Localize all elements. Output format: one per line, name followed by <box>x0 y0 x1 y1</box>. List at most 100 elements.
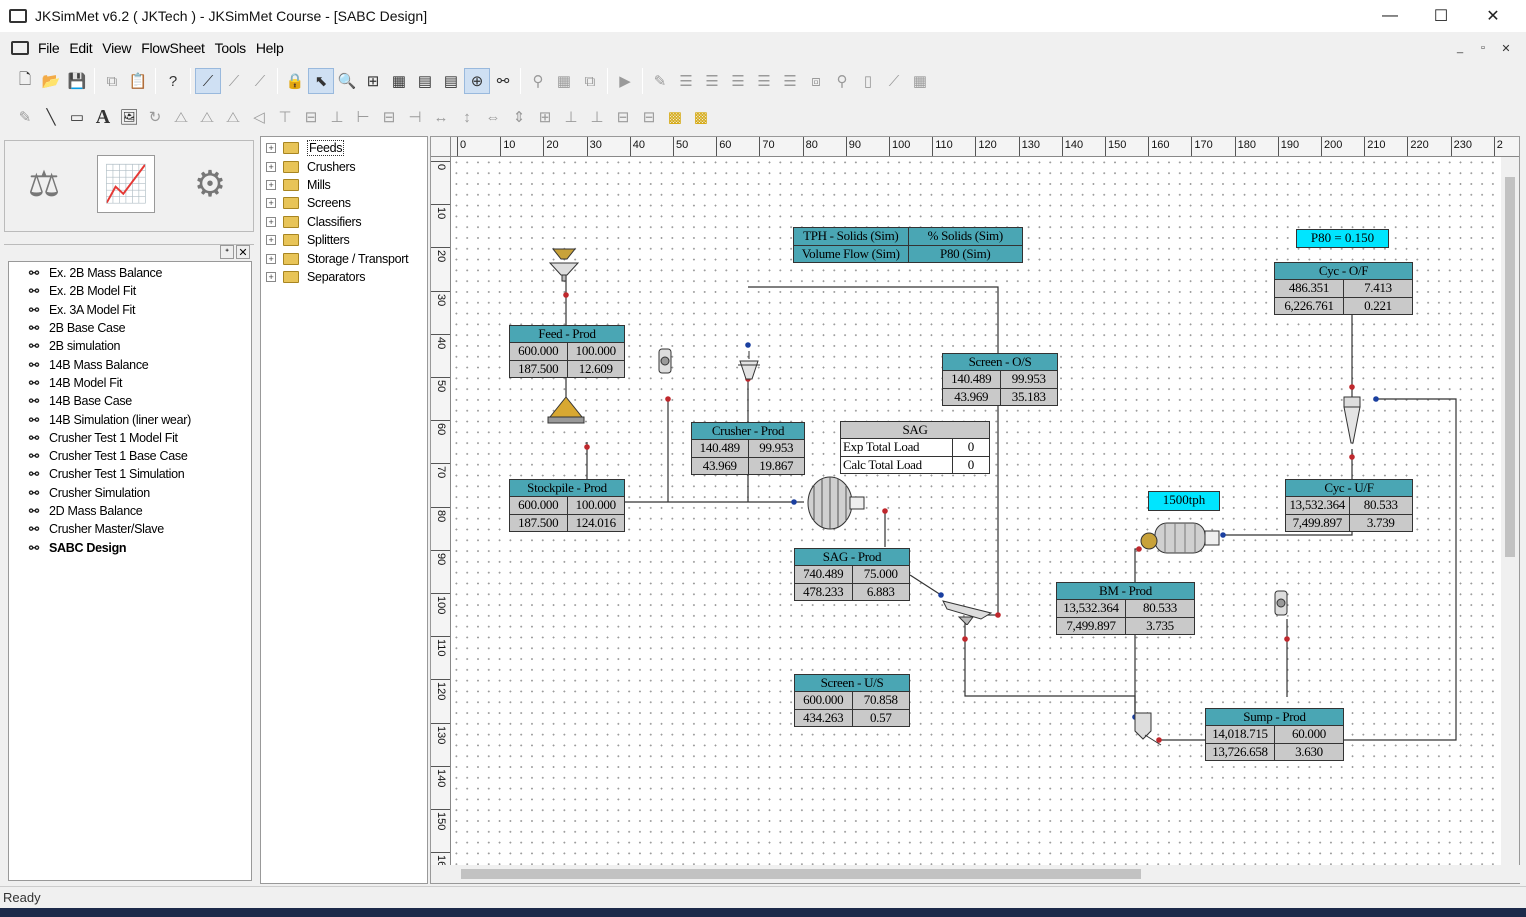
center-3-icon[interactable]: ⊥ <box>590 109 604 126</box>
pointer-icon[interactable]: ⬉ <box>308 68 334 94</box>
line-icon[interactable]: ╲ <box>46 109 56 126</box>
chart-3-icon[interactable]: ⟋ <box>254 72 266 90</box>
flip-icon[interactable]: ⧍ <box>174 108 188 126</box>
stream-port[interactable] <box>1220 532 1226 538</box>
category-item[interactable]: +Feeds <box>261 139 427 157</box>
mdi-minimize-button[interactable]: _ <box>1456 42 1464 54</box>
align-left-icon[interactable]: ⊢ <box>356 109 370 126</box>
menu-view[interactable]: View <box>102 40 132 56</box>
flowsheet-item[interactable]: ⚯14B Base Case <box>9 392 251 410</box>
align-bottom-icon[interactable]: ⊥ <box>330 109 344 126</box>
image-icon[interactable]: 🖼 <box>119 109 139 126</box>
vertical-scrollbar[interactable] <box>1501 157 1519 865</box>
stream-port[interactable] <box>584 444 590 450</box>
distribute-2-icon[interactable]: ⊟ <box>642 109 656 126</box>
group-icon[interactable]: ⧈ <box>811 72 821 90</box>
bring-front-icon[interactable]: ▩ <box>667 109 683 126</box>
expand-icon[interactable]: + <box>266 253 276 264</box>
expand-icon[interactable]: + <box>266 143 276 154</box>
crusher-icon[interactable] <box>734 349 764 389</box>
lock-icon[interactable]: 🔒 <box>285 73 305 90</box>
cyclone-icon[interactable] <box>1340 393 1364 449</box>
flowsheet-item[interactable]: ⚯Crusher Test 1 Simulation <box>9 465 251 483</box>
horizontal-scrollbar[interactable] <box>431 865 1521 883</box>
stream-port[interactable] <box>791 499 797 505</box>
stream-port[interactable] <box>1284 636 1290 642</box>
minimize-button[interactable]: — <box>1382 7 1398 24</box>
category-item[interactable]: +Storage / Transport <box>261 249 427 267</box>
stream-line[interactable] <box>1159 398 1457 741</box>
connect-icon[interactable]: ⚯ <box>496 73 510 90</box>
mdi-close-button[interactable]: ✕ <box>1501 42 1511 55</box>
align-mid-icon[interactable]: ⊟ <box>304 109 318 126</box>
paste-icon[interactable]: 📋 <box>128 73 148 90</box>
stream-port[interactable] <box>1349 384 1355 390</box>
space-h-icon[interactable]: ↔ <box>433 108 449 126</box>
flowsheet-item[interactable]: ⚯Crusher Test 1 Model Fit <box>9 429 251 447</box>
flowsheet-item[interactable]: ⚯Crusher Simulation <box>9 484 251 502</box>
simulation-graph-icon[interactable]: 📈 <box>97 155 155 213</box>
zoom-icon[interactable]: 🔍 <box>337 73 357 90</box>
stream-port[interactable] <box>745 342 751 348</box>
zoom-box-icon[interactable]: ⊞ <box>366 73 380 90</box>
pump-icon[interactable] <box>653 347 677 379</box>
ball-mill-icon[interactable] <box>1139 517 1223 559</box>
sag-mill-icon[interactable] <box>804 475 868 531</box>
new-file-icon[interactable]: 🗋 <box>18 70 32 88</box>
list-2-icon[interactable]: ☰ <box>705 73 719 90</box>
category-item[interactable]: +Crushers <box>261 157 427 175</box>
open-folder-icon[interactable]: 📂 <box>41 73 61 90</box>
pin-icon[interactable]: ᐩ <box>220 245 234 259</box>
stream-port[interactable] <box>1373 396 1379 402</box>
stream-port[interactable] <box>1136 546 1142 552</box>
menu-flowsheet[interactable]: FlowSheet <box>141 40 205 56</box>
category-item[interactable]: +Classifiers <box>261 213 427 231</box>
flowsheet-item[interactable]: ⚯2D Mass Balance <box>9 502 251 520</box>
crosshair-icon[interactable]: ⊕ <box>464 68 490 94</box>
stream-line[interactable] <box>748 286 999 615</box>
arrow-left-icon[interactable]: ◁ <box>253 109 265 126</box>
chart-2-icon[interactable]: ⟋ <box>228 72 240 90</box>
help-icon[interactable]: ? <box>168 72 178 90</box>
fit-icon[interactable]: ▦ <box>391 73 407 90</box>
flowsheet-item[interactable]: ⚯Crusher Master/Slave <box>9 520 251 538</box>
flowsheet-item[interactable]: ⚯Ex. 2B Mass Balance <box>9 264 251 282</box>
expand-icon[interactable]: + <box>266 235 276 246</box>
stream-port[interactable] <box>882 508 888 514</box>
list-icon[interactable]: ☰ <box>679 73 693 90</box>
list-4-icon[interactable]: ☰ <box>757 73 771 90</box>
category-item[interactable]: +Mills <box>261 176 427 194</box>
run-icon[interactable]: ▶ <box>619 73 631 90</box>
stream-port[interactable] <box>1156 737 1162 743</box>
balance-scale-icon[interactable]: ⚖ <box>27 163 61 204</box>
table-icon[interactable]: ▤ <box>417 73 433 90</box>
stream-port[interactable] <box>995 612 1001 618</box>
size-2-icon[interactable]: ⇕ <box>512 109 526 126</box>
expand-icon[interactable]: + <box>266 216 276 227</box>
flowsheet-item[interactable]: ⚯SABC Design <box>9 538 251 556</box>
properties-icon[interactable]: ✎ <box>18 109 32 126</box>
menu-help[interactable]: Help <box>255 40 284 56</box>
flowsheet-item[interactable]: ⚯14B Model Fit <box>9 374 251 392</box>
align-center-icon[interactable]: ⊟ <box>382 109 396 126</box>
space-v-icon[interactable]: ↕ <box>463 108 471 126</box>
chart-icon[interactable]: ⟋ <box>195 68 221 94</box>
model-fit-icon[interactable]: ⚙ <box>193 163 227 204</box>
grid-icon[interactable]: ▦ <box>556 73 572 90</box>
flowsheet-item[interactable]: ⚯Crusher Test 1 Base Case <box>9 447 251 465</box>
p80-label[interactable]: P80 = 0.150 <box>1296 229 1389 248</box>
menu-file[interactable]: File <box>38 40 60 56</box>
flip-3-icon[interactable]: ⧍ <box>226 108 240 126</box>
maximize-button[interactable]: ☐ <box>1433 8 1449 25</box>
menu-tools[interactable]: Tools <box>214 40 246 56</box>
expand-icon[interactable]: + <box>266 198 276 209</box>
mdi-restore-button[interactable]: ▫ <box>1481 42 1485 54</box>
category-item[interactable]: +Splitters <box>261 231 427 249</box>
distribute-icon[interactable]: ⊟ <box>616 109 630 126</box>
